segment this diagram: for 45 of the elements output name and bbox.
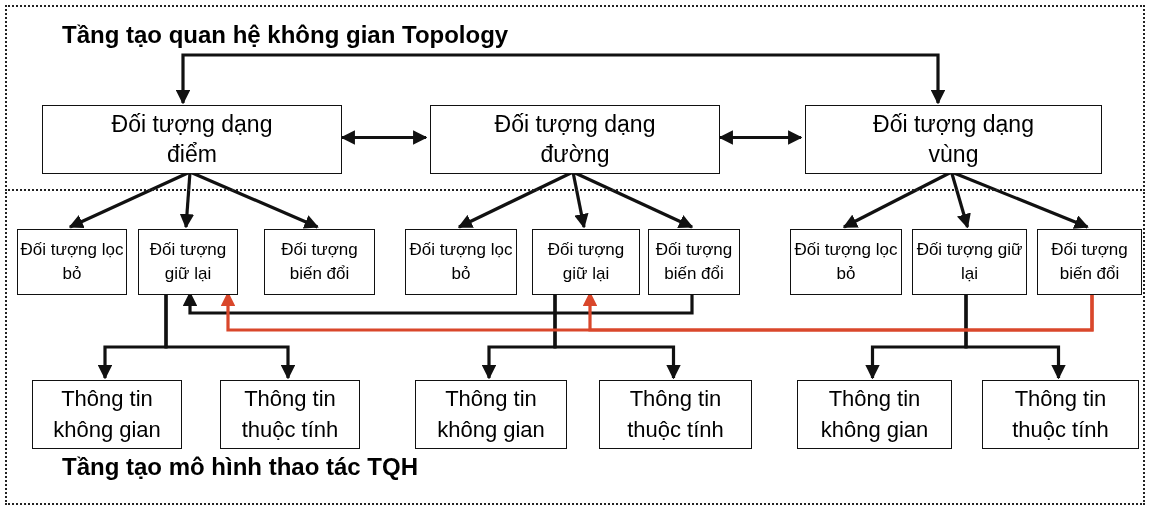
- arrow: [164, 293, 296, 380]
- box-label: Đối tượng biến đổi: [654, 239, 734, 285]
- arrow: [718, 130, 803, 145]
- box-label: Thông tin thuộc tính: [240, 384, 340, 444]
- process-box: [790, 229, 902, 295]
- process-box: [405, 229, 517, 295]
- process-box: [32, 380, 182, 449]
- box-label: Đối tượng lọc bỏ: [793, 239, 899, 285]
- layer-title: Tầng tạo mô hình thao tác TQH: [62, 453, 418, 481]
- box-label: Đối tượng giữ lại: [915, 239, 1024, 285]
- layer-title: Tầng tạo quan hệ không gian Topology: [62, 21, 509, 49]
- process-box: [912, 229, 1027, 295]
- box-label: Đối tượng giữ lại: [148, 239, 228, 285]
- box-label: Đối tượng dạng điểm: [110, 109, 274, 169]
- box-label: Đối tượng biến đổi: [1050, 239, 1129, 285]
- process-box: [797, 380, 952, 449]
- process-box: [17, 229, 127, 295]
- process-box: [138, 229, 238, 295]
- process-box: [805, 105, 1102, 174]
- arrow: [340, 130, 428, 145]
- arrow: [175, 53, 946, 105]
- arrow: [553, 293, 681, 380]
- process-box: [532, 229, 640, 295]
- box-label: Đối tượng dạng vùng: [872, 109, 1035, 169]
- box-label: Đối tượng biến đổi: [280, 239, 359, 285]
- box-label: Đối tượng lọc bỏ: [20, 239, 124, 285]
- box-label: Đối tượng giữ lại: [546, 239, 626, 285]
- box-label: Thông tin không gian: [819, 384, 930, 444]
- process-box: [42, 105, 342, 174]
- process-box: [430, 105, 720, 174]
- process-box: [648, 229, 740, 295]
- process-box: [415, 380, 567, 449]
- layer-panel: [5, 189, 1145, 505]
- process-box: [1037, 229, 1142, 295]
- arrow: [964, 293, 1066, 380]
- process-box: [599, 380, 752, 449]
- box-label: Thông tin thuộc tính: [626, 384, 725, 444]
- box-label: Đối tượng lọc bỏ: [408, 239, 514, 285]
- box-label: Thông tin thuộc tính: [1011, 384, 1110, 444]
- process-box: [264, 229, 375, 295]
- box-label: Thông tin không gian: [52, 384, 162, 444]
- process-box: [220, 380, 360, 449]
- box-label: Thông tin không gian: [436, 384, 546, 444]
- process-box: [982, 380, 1139, 449]
- box-label: Đối tượng dạng đường: [493, 109, 657, 169]
